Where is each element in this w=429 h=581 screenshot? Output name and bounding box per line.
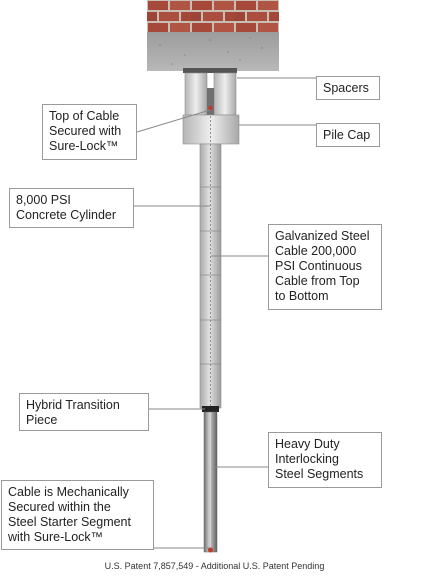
callout-top-of-cable: Top of Cable Secured with Sure-Lock™ bbox=[42, 104, 137, 160]
hybrid-transition bbox=[202, 406, 219, 412]
sure-lock-bottom bbox=[208, 547, 213, 553]
sure-lock-top bbox=[208, 105, 213, 111]
leader-top-cable bbox=[136, 109, 211, 133]
callout-concrete-cylinder: 8,000 PSI Concrete Cylinder bbox=[9, 188, 134, 228]
callout-hybrid-transition: Hybrid Transition Piece bbox=[19, 393, 149, 431]
callout-spacers: Spacers bbox=[316, 76, 380, 100]
pile-cap bbox=[182, 114, 240, 145]
brick-wall bbox=[147, 0, 279, 32]
patent-footer: U.S. Patent 7,857,549 - Additional U.S. … bbox=[104, 561, 325, 571]
spacer-right bbox=[213, 72, 237, 116]
concrete-foundation bbox=[147, 32, 279, 71]
callout-pile-cap: Pile Cap bbox=[316, 123, 380, 147]
spacer-left bbox=[184, 72, 208, 116]
foundation-plate bbox=[183, 68, 237, 73]
callout-cable-secured: Cable is Mechanically Secured within the… bbox=[1, 480, 154, 550]
callout-heavy-duty-segments: Heavy Duty Interlocking Steel Segments bbox=[268, 432, 382, 488]
callout-galvanized-cable: Galvanized Steel Cable 200,000 PSI Conti… bbox=[268, 224, 382, 310]
